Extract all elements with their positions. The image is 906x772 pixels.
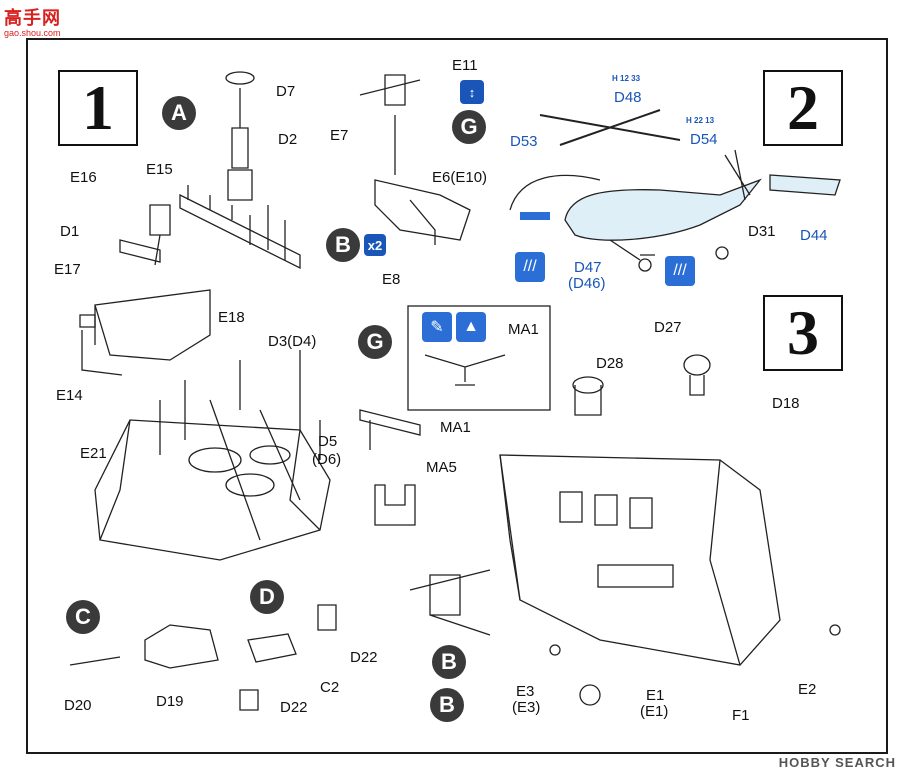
helicopter-drawing (509, 109, 841, 272)
watermark-url: gao.shou.com (4, 28, 61, 38)
sensor-assembly-drawing (359, 74, 471, 245)
part-d44: D44 (800, 227, 828, 244)
instruction-frame (26, 38, 888, 754)
part-e1: E1 (646, 687, 665, 704)
part-e3: E3 (516, 683, 535, 700)
watermark-logo: 高手网 gao.shou.com (4, 4, 61, 38)
part-d20: D20 (64, 697, 92, 714)
bridge-assembly-drawing (409, 354, 841, 706)
part-d19: D19 (156, 693, 184, 710)
watermark-hobbysearch: HOBBY SEARCH (778, 755, 896, 770)
part-d28: D28 (596, 355, 624, 372)
mast-assembly-drawing (79, 71, 331, 561)
sprue-b2-label: B (432, 645, 466, 679)
part-d27: D27 (654, 319, 682, 336)
part-d31: D31 (748, 223, 776, 240)
step-1-box: 1 (58, 70, 138, 146)
part-d3-d4: D3(D4) (268, 333, 317, 350)
sprue-a-label: A (162, 96, 196, 130)
sprue-b-label: B (326, 228, 360, 262)
sprue-d-label: D (250, 580, 284, 614)
part-d7: D7 (276, 83, 296, 100)
part-d54: D54 (690, 131, 718, 148)
clear-parts-icon: ▲ (456, 312, 486, 342)
part-e2: E2 (798, 681, 817, 698)
watermark-site: 高手网 (4, 8, 61, 28)
part-d22-top: D22 (350, 649, 378, 666)
part-e15: E15 (146, 161, 173, 178)
part-d53: D53 (510, 133, 538, 150)
searchlight-drawing (69, 604, 337, 711)
part-e3-alt: (E3) (512, 699, 541, 716)
part-e11: E11 (452, 57, 478, 74)
quantity-x2-badge: x2 (364, 234, 386, 256)
part-e8: E8 (382, 271, 401, 288)
color-ref-1: H 12 33 (612, 74, 641, 83)
part-d5: D5 (318, 433, 338, 450)
part-ma1: MA1 (440, 419, 471, 436)
step-3-box: 3 (763, 295, 843, 371)
part-e14: E14 (56, 387, 83, 404)
part-e18: E18 (218, 309, 245, 326)
part-d2: D2 (278, 131, 298, 148)
sprue-g2-label: G (358, 325, 392, 359)
part-d1: D1 (60, 223, 80, 240)
sprue-b3-label: B (430, 688, 464, 722)
paint-icon-left: /// (515, 252, 545, 282)
part-e7: E7 (330, 127, 349, 144)
sprue-g-label: G (452, 110, 486, 144)
part-d46: (D46) (568, 275, 606, 292)
part-d22-bottom: D22 (280, 699, 308, 716)
part-e21: E21 (80, 445, 107, 462)
part-f1: F1 (732, 707, 750, 724)
flip-direction-icon: ↕ (460, 80, 484, 104)
paint-icon-right: /// (665, 256, 695, 286)
part-ma1-detail: MA1 (508, 321, 539, 338)
step-2-box: 2 (763, 70, 843, 146)
clear-part-drawing (359, 305, 551, 526)
part-d48: D48 (614, 89, 642, 106)
color-ref-2: H 22 13 (686, 116, 715, 125)
part-e16: E16 (70, 169, 97, 186)
part-d18: D18 (772, 395, 800, 412)
part-e1-alt: (E1) (640, 703, 669, 720)
part-ma5: MA5 (426, 459, 457, 476)
part-e17: E17 (54, 261, 81, 278)
part-e6-e10: E6(E10) (432, 169, 488, 186)
sprue-c-label: C (66, 600, 100, 634)
part-d47: D47 (574, 259, 602, 276)
part-d6: (D6) (312, 451, 342, 468)
cement-icon: ✎ (422, 312, 452, 342)
part-c2: C2 (320, 679, 340, 696)
